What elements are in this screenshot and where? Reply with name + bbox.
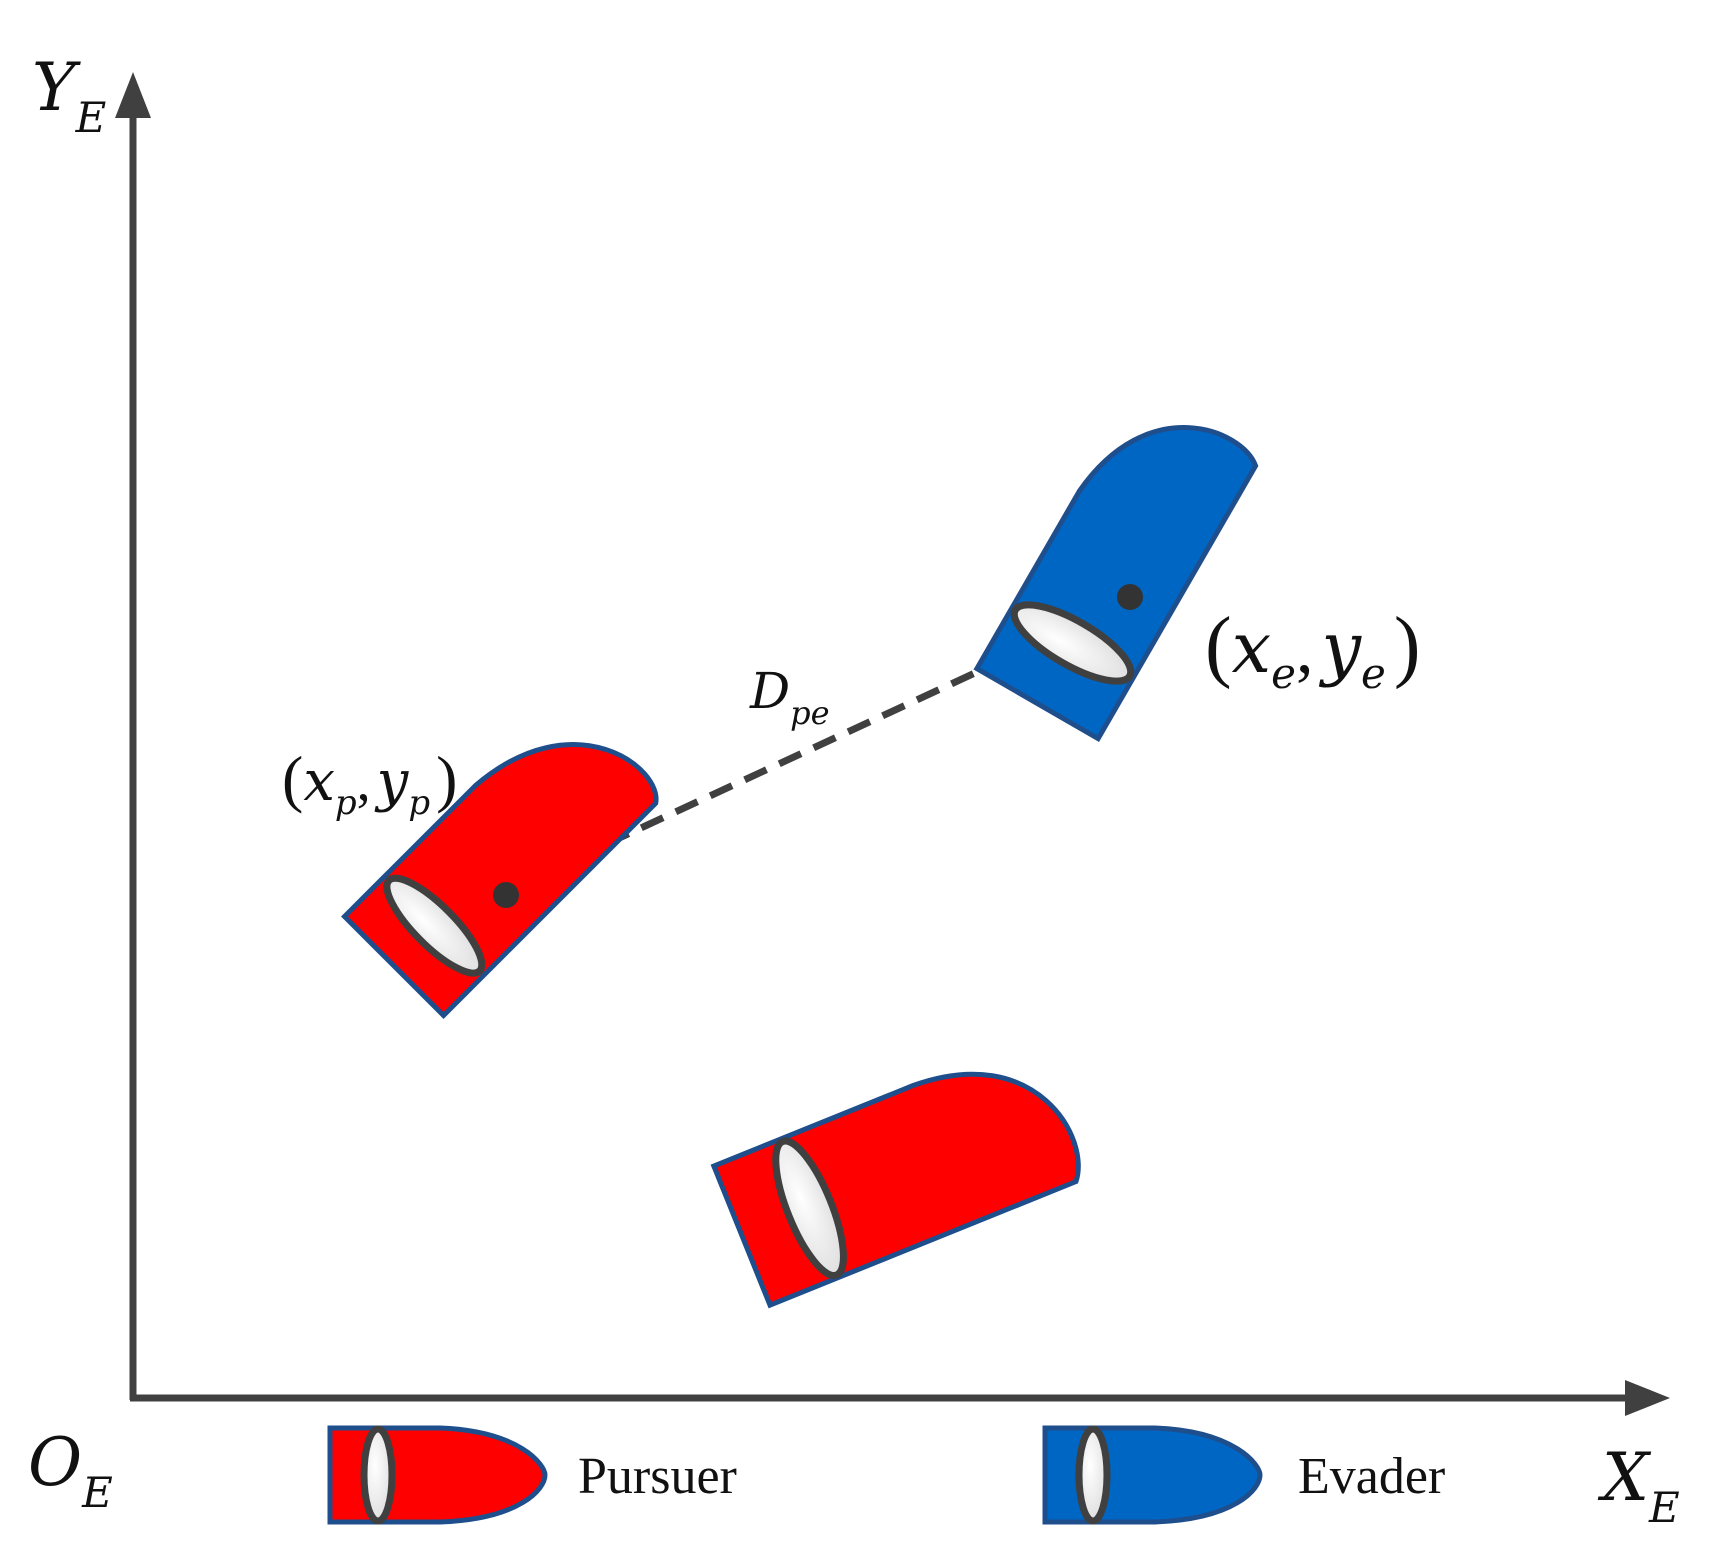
y-axis-arrowhead	[115, 72, 151, 118]
distance-subscript: pe	[790, 694, 829, 732]
pursuer-boat-lower	[710, 1071, 1081, 1309]
evader-hull	[973, 425, 1259, 743]
pursuer-close-paren: )	[436, 743, 457, 814]
legend-evader-icon	[1042, 1425, 1263, 1525]
origin-letter: O	[28, 1424, 82, 1501]
x-axis-letter: X	[1597, 1439, 1652, 1516]
distance-label: Dpe	[749, 662, 830, 732]
distance-letter: D	[749, 662, 790, 720]
x-axis-arrowhead	[1625, 1380, 1670, 1416]
y-axis-letter: Y	[32, 49, 81, 126]
pursuer-hull	[341, 742, 659, 1019]
evader-x-sub: e	[1271, 649, 1296, 698]
pursuer-boat-upper	[341, 742, 659, 1019]
pursuer-position-label: (xp,yp)	[282, 743, 457, 823]
legend-evader-label: Evader	[1298, 1448, 1445, 1505]
pursuer-x: x	[303, 749, 335, 814]
evader-boat	[973, 425, 1259, 743]
pursuer-open-paren: (	[282, 743, 303, 814]
evader-x: x	[1232, 607, 1271, 689]
pursuer-x-sub: p	[335, 783, 357, 823]
evader-y: y	[1318, 607, 1362, 689]
y-axis-subscript: E	[75, 93, 107, 142]
legend-pursuer-icon	[327, 1425, 548, 1525]
x-axis-subscript: E	[1648, 1483, 1680, 1532]
origin-label: OE	[28, 1424, 113, 1517]
pursuer-hull	[710, 1071, 1081, 1309]
pursuer-center-dot	[493, 882, 519, 908]
evader-center-dot	[1117, 584, 1143, 610]
pursuer-y-sub: p	[408, 783, 430, 823]
axes	[115, 72, 1670, 1416]
evader-window	[1010, 601, 1135, 685]
legend-pursuer-label: Pursuer	[578, 1448, 737, 1505]
pursuer-window	[772, 1137, 847, 1280]
evader-y-sub: e	[1361, 649, 1386, 698]
y-axis-label: YE	[32, 49, 106, 142]
origin-subscript: E	[81, 1468, 113, 1517]
x-axis-label: XE	[1597, 1439, 1680, 1532]
evader-close-paren: )	[1394, 602, 1421, 690]
pursuer-window	[383, 874, 486, 977]
evader-open-paren: (	[1205, 602, 1232, 690]
pursuer-comma: ,	[357, 751, 371, 813]
pursuer-y: y	[374, 749, 410, 814]
evader-position-label: (xe,ye)	[1205, 602, 1421, 698]
legend: Pursuer Evader	[327, 1425, 1445, 1525]
evader-comma: ,	[1296, 611, 1314, 688]
